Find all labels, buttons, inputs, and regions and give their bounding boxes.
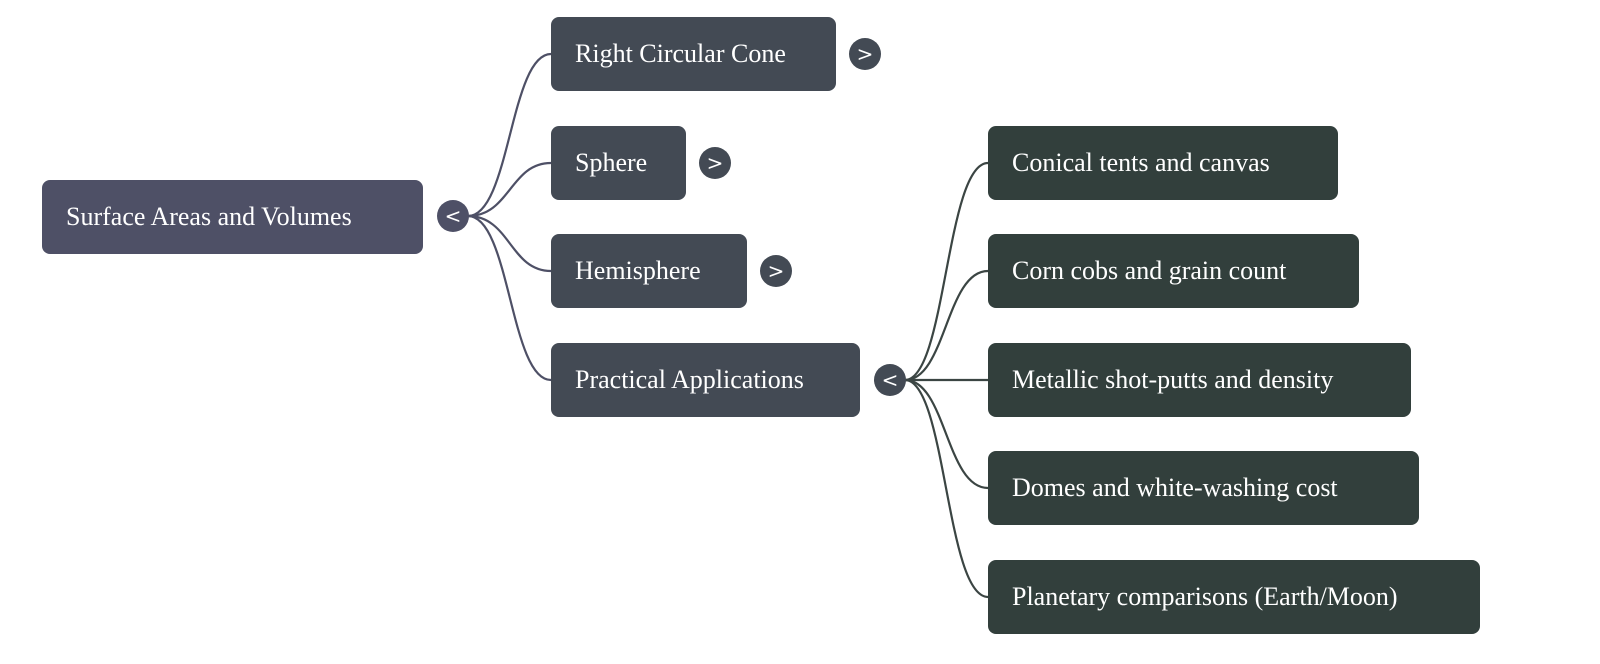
link-root-cone [467,52,552,218]
node-practical-applications[interactable]: Practical Applications [551,343,860,417]
chevron-right-icon: > [706,151,724,175]
root-label: Surface Areas and Volumes [66,202,352,231]
node-label: Corn cobs and grain count [1012,256,1287,285]
leaf-shot-putts[interactable]: Metallic shot-putts and density [988,343,1411,417]
link-root-practical [467,214,552,382]
node-label: Hemisphere [575,256,701,285]
leaf-domes[interactable]: Domes and white-washing cost [988,451,1419,525]
node-label: Domes and white-washing cost [1012,473,1338,502]
link-root-hemisphere [467,214,552,273]
chevron-left-icon: < [444,204,462,228]
link-app-4 [904,378,989,490]
expand-cone-toggle[interactable]: > [849,38,881,70]
chevron-right-icon: > [856,42,874,66]
node-label: Conical tents and canvas [1012,148,1270,177]
link-root-sphere [467,161,552,218]
leaf-conical-tents[interactable]: Conical tents and canvas [988,126,1338,200]
node-hemisphere[interactable]: Hemisphere [551,234,747,308]
leaf-planetary[interactable]: Planetary comparisons (Earth/Moon) [988,560,1480,634]
node-right-circular-cone[interactable]: Right Circular Cone [551,17,836,91]
chevron-left-icon: < [881,368,899,392]
node-label: Practical Applications [575,365,804,394]
node-label: Planetary comparisons (Earth/Moon) [1012,582,1398,611]
link-app-2 [904,269,989,382]
link-app-1 [904,161,989,382]
expand-hemisphere-toggle[interactable]: > [760,255,792,287]
node-label: Sphere [575,148,648,177]
link-app-5 [904,378,989,599]
chevron-right-icon: > [767,259,785,283]
node-label: Right Circular Cone [575,39,786,68]
collapse-root-toggle[interactable]: < [437,200,469,232]
node-sphere[interactable]: Sphere [551,126,686,200]
collapse-practical-toggle[interactable]: < [874,364,906,396]
expand-sphere-toggle[interactable]: > [699,147,731,179]
root-node[interactable]: Surface Areas and Volumes [42,180,423,254]
node-label: Metallic shot-putts and density [1012,365,1334,394]
leaf-corn-cobs[interactable]: Corn cobs and grain count [988,234,1359,308]
